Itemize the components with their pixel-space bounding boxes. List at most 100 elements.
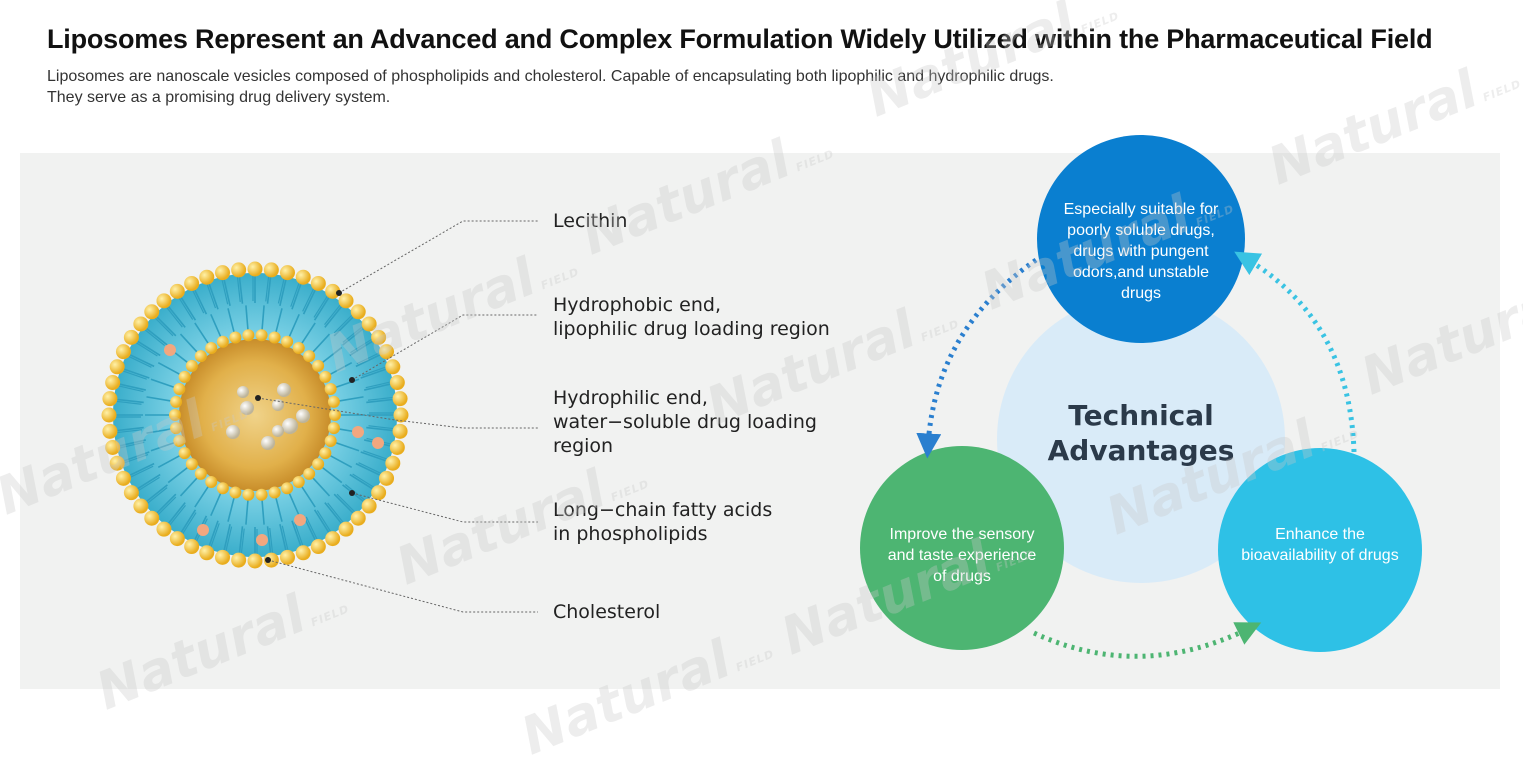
- top-line-4: odors,and unstable: [1072, 264, 1210, 281]
- lipid-head: [263, 552, 279, 568]
- lipid-head: [173, 434, 186, 447]
- lipid-head: [393, 407, 409, 423]
- outer-tails: [112, 272, 398, 558]
- lipid-head: [379, 344, 395, 360]
- lipid-head: [325, 531, 341, 547]
- top-circle: [1037, 135, 1245, 343]
- lipid-head: [389, 439, 405, 455]
- left-circle: [860, 446, 1064, 650]
- right-line-2: bioavailability of drugs: [1241, 547, 1399, 564]
- lipid-head: [371, 485, 387, 501]
- top-line-5: drugs: [1120, 285, 1162, 302]
- lipid-head: [379, 470, 395, 486]
- lipid-head: [350, 304, 366, 320]
- leader-dots: [255, 290, 355, 563]
- lipid-head: [231, 262, 247, 278]
- lipid-head: [247, 261, 263, 277]
- lipid-head: [229, 486, 242, 499]
- lipid-head: [105, 375, 121, 391]
- lipid-head: [279, 549, 295, 565]
- lipid-head: [310, 275, 326, 291]
- lipid-head: [156, 293, 172, 309]
- lipid-head: [133, 498, 149, 514]
- label-hydrophilic: Hydrophilic end, water−soluble drug load…: [553, 386, 817, 458]
- lipid-head: [350, 510, 366, 526]
- lipid-head: [123, 329, 139, 345]
- center-circle: [997, 295, 1285, 583]
- label-fatty-acids-line-1: Long−chain fatty acids: [553, 499, 773, 521]
- left-line-2: and taste experience: [887, 547, 1037, 564]
- lipid-head: [361, 498, 377, 514]
- page-subtitle: Liposomes are nanoscale vesicles compose…: [47, 66, 1054, 108]
- arrow-right-to-top: [1234, 251, 1357, 453]
- lipid-head: [170, 422, 183, 435]
- lipid-head: [144, 304, 160, 320]
- liposome-illustration: [101, 261, 409, 569]
- lipid-head: [184, 275, 200, 291]
- label-hydrophobic: Hydrophobic end, lipophilic drug loading…: [553, 293, 830, 341]
- lipid-head: [169, 409, 181, 421]
- lipid-head: [292, 342, 305, 355]
- lipid-head: [169, 531, 185, 547]
- lipid-head: [199, 545, 215, 561]
- lipid-head: [392, 423, 408, 439]
- lipid-head: [371, 329, 387, 345]
- lipid-head: [101, 407, 117, 423]
- label-lecithin: Lecithin: [553, 209, 627, 233]
- lipid-head: [281, 482, 294, 495]
- lipid-head: [324, 383, 337, 396]
- lipid-head: [105, 439, 121, 455]
- subtitle-line-1: Liposomes are nanoscale vesicles compose…: [47, 68, 1054, 85]
- top-circle-text: Especially suitable for poorly soluble d…: [1041, 199, 1241, 304]
- lipid-head: [102, 423, 118, 439]
- lipid-head: [109, 359, 125, 375]
- lipid-head: [170, 395, 183, 408]
- lipid-head: [185, 458, 198, 471]
- lipid-head: [268, 331, 281, 344]
- arrow-left-to-right: [1032, 622, 1262, 659]
- lipid-head: [173, 383, 186, 396]
- lipid-head: [312, 359, 325, 372]
- center-title: Technical Advantages: [1041, 398, 1241, 468]
- lipophilic-drug: [352, 426, 364, 438]
- top-line-3: drugs with pungent: [1073, 243, 1209, 260]
- lipid-head: [255, 329, 268, 342]
- arrow-top-to-left: [916, 257, 1038, 459]
- advantages-diagram: [860, 135, 1422, 659]
- lipid-head: [324, 434, 337, 447]
- lipid-head: [102, 391, 118, 407]
- outer-lipid-heads: [101, 261, 409, 569]
- lipid-head: [156, 521, 172, 537]
- lipid-head: [392, 391, 408, 407]
- lipid-head: [319, 370, 332, 383]
- right-line-1: Enhance the: [1275, 526, 1365, 543]
- inner-tails: [145, 305, 365, 525]
- lipid-head: [385, 455, 401, 471]
- center-title-line-2: Advantages: [1047, 434, 1235, 467]
- lipid-head: [303, 350, 316, 363]
- lipid-head: [144, 510, 160, 526]
- lipid-head: [292, 475, 305, 488]
- label-hydrophilic-line-2: water−soluble drug loading: [553, 411, 817, 433]
- lipid-head: [312, 458, 325, 471]
- lipid-head: [184, 539, 200, 555]
- lipid-head: [310, 539, 326, 555]
- label-lecithin-text: Lecithin: [553, 210, 628, 232]
- lipid-head: [133, 316, 149, 332]
- water-soluble-drugs: [226, 383, 310, 450]
- lipid-head: [295, 545, 311, 561]
- lipid-head: [329, 409, 341, 421]
- subtitle-line-2: They serve as a promising drug delivery …: [47, 89, 391, 106]
- lipid-head: [231, 552, 247, 568]
- label-hydrophobic-line-2: lipophilic drug loading region: [553, 318, 830, 340]
- label-hydrophilic-line-1: Hydrophilic end,: [553, 387, 708, 409]
- lipophilic-drug: [197, 524, 209, 536]
- lipid-head: [263, 262, 279, 278]
- lipid-head: [325, 283, 341, 299]
- lipid-head: [216, 482, 229, 495]
- lipid-head: [215, 265, 231, 281]
- lipid-head: [389, 375, 405, 391]
- cholesterol-molecules: [164, 344, 384, 546]
- center-title-line-1: Technical: [1068, 399, 1214, 432]
- lipid-head: [247, 553, 263, 569]
